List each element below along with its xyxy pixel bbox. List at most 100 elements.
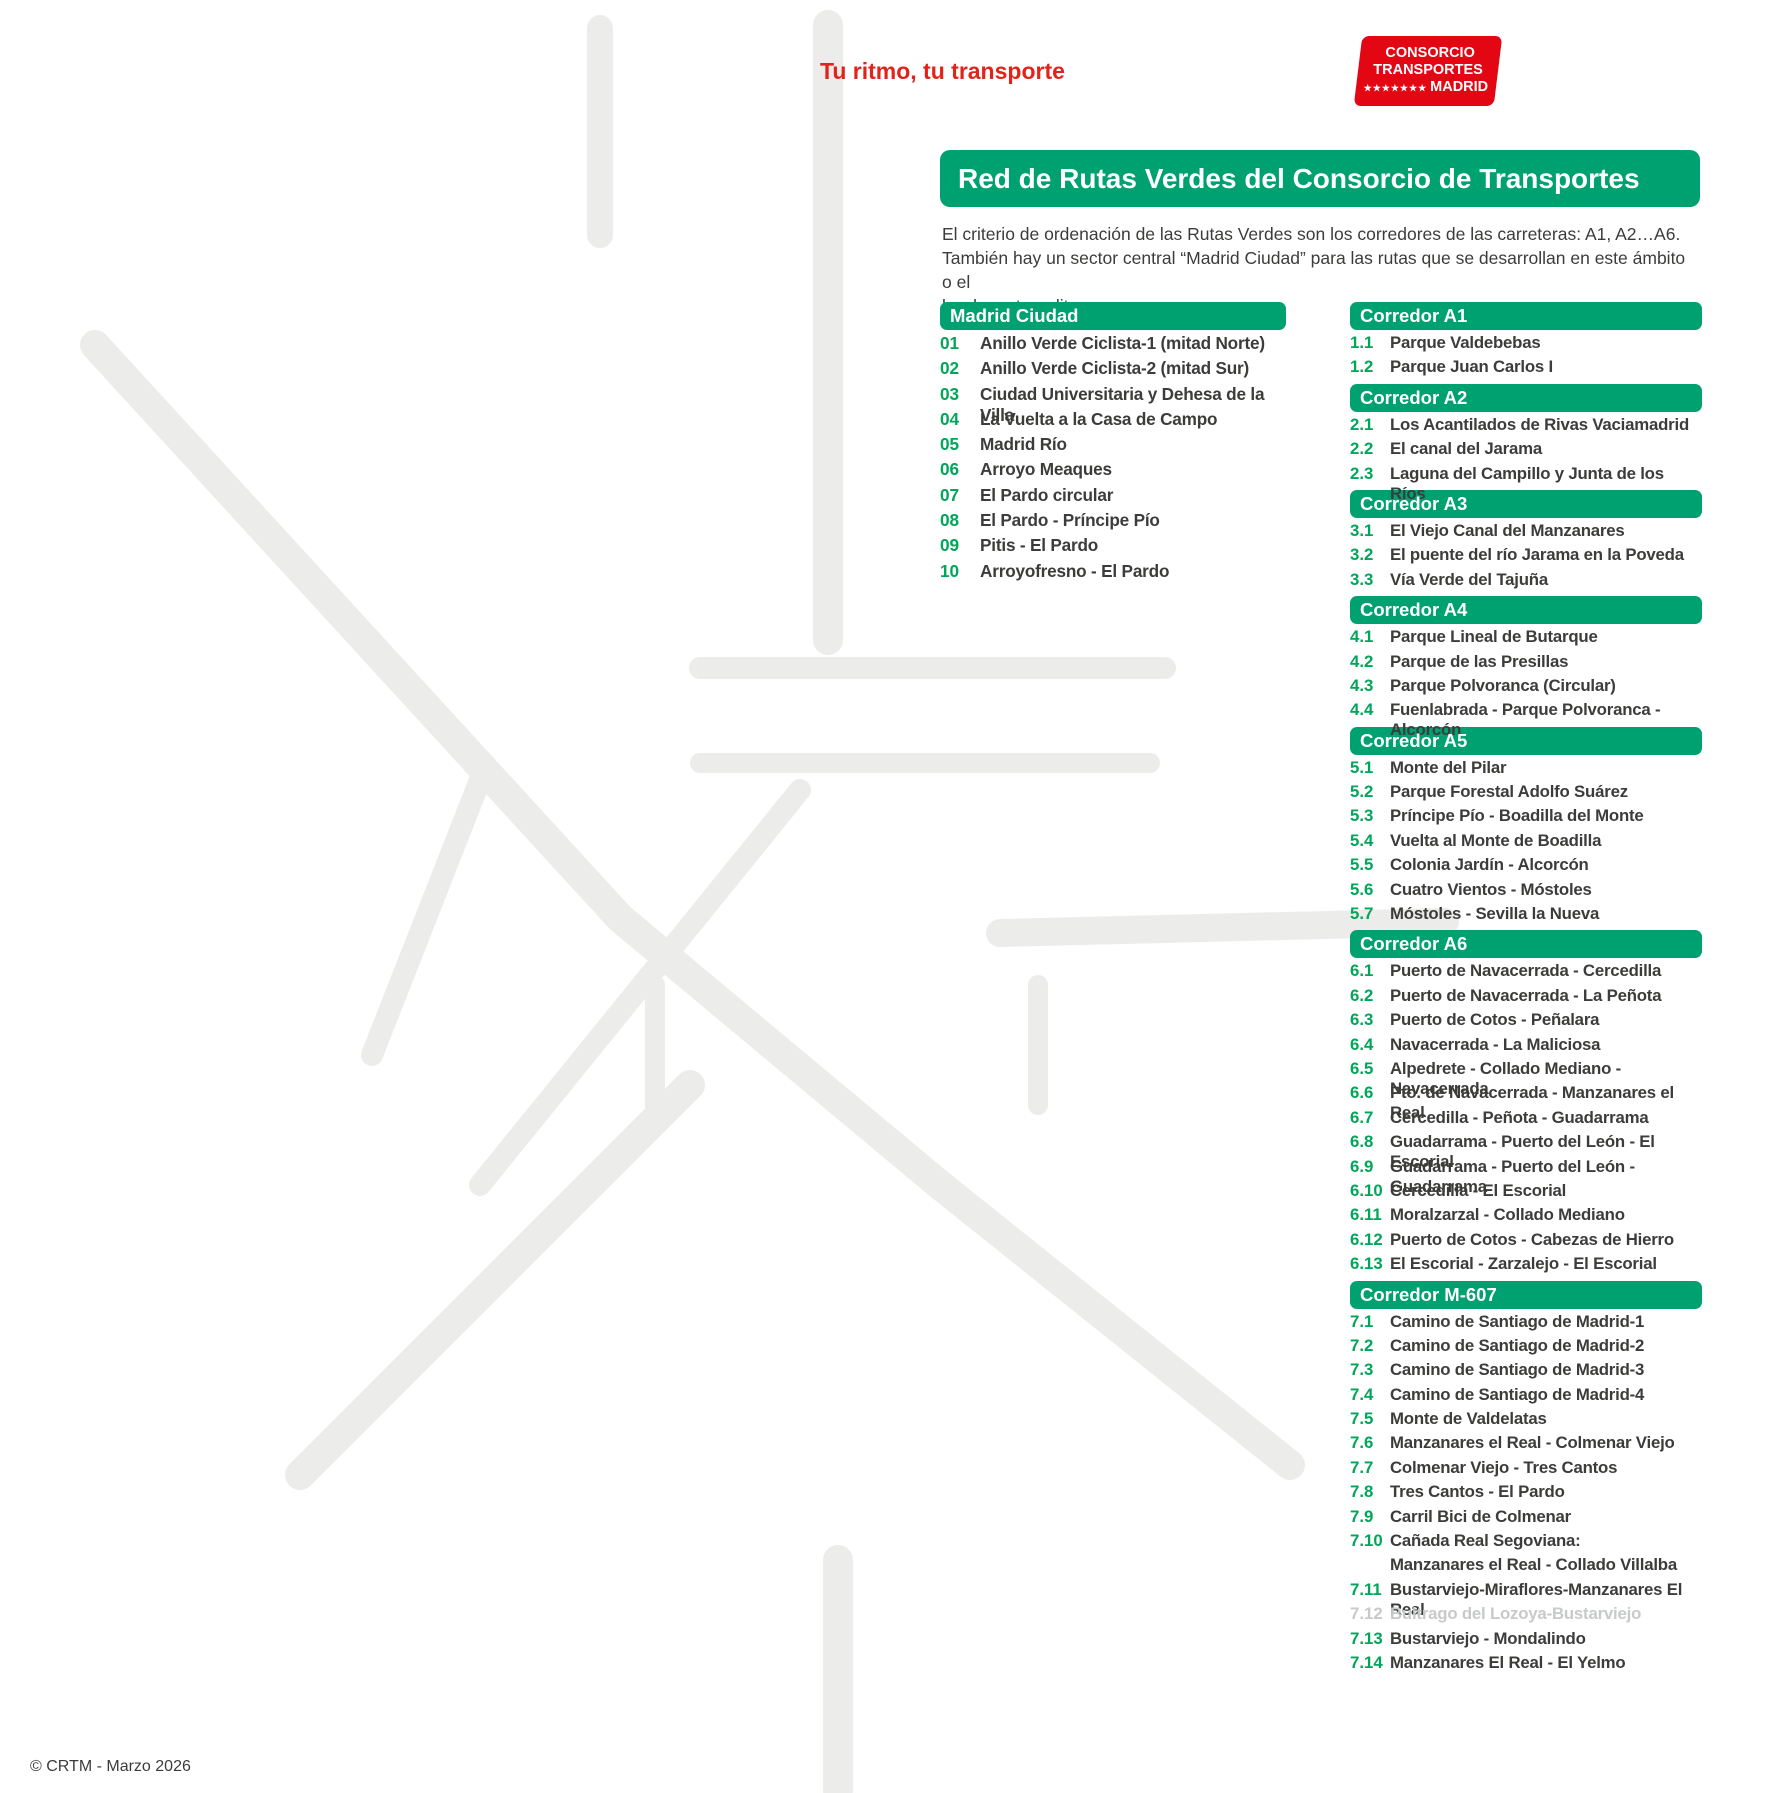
route-number: 7.6 xyxy=(1350,1433,1374,1453)
route-name: Puerto de Cotos - Peñalara xyxy=(1390,1010,1600,1030)
route-name: Cañada Real Segoviana: xyxy=(1390,1531,1581,1551)
legend-section-title: Madrid Ciudad xyxy=(940,302,1286,330)
logo-line: CONSORCIO xyxy=(1385,45,1475,61)
legend-item: 6.8 Guadarrama - Puerto del León - El Esc… xyxy=(1350,1132,1702,1171)
route-name: Bustarviejo - Mondalindo xyxy=(1390,1628,1586,1648)
route-number: 7.9 xyxy=(1350,1506,1374,1526)
route-name: Bustarviejo-Miraflores-Manzanares El Rea… xyxy=(1390,1579,1683,1619)
route-number: 2.2 xyxy=(1350,439,1374,459)
route-name: Monte del Pilar xyxy=(1390,757,1507,777)
copyright: © CRTM - Marzo 2026 xyxy=(30,1758,191,1775)
route-name-continued: Manzanares el Real - Collado Villalba xyxy=(1390,1555,1677,1575)
route-number: 08 xyxy=(940,510,960,531)
route-name: Guadarrama - Puerto del León - Guadarram… xyxy=(1390,1156,1635,1196)
route-name: Vía Verde del Tajuña xyxy=(1390,569,1548,589)
route-number: 6.10 xyxy=(1350,1180,1383,1200)
route-name: Colmenar Viejo - Tres Cantos xyxy=(1390,1457,1618,1477)
route-number: 5.1 xyxy=(1350,757,1374,777)
legend-item: 6.12 Puerto de Cotos - Cabezas de Hierro xyxy=(1350,1230,1702,1254)
route-name: Moralzarzal - Collado Mediano xyxy=(1390,1205,1625,1225)
route-number: 03 xyxy=(940,383,960,404)
route-number: 6.8 xyxy=(1350,1132,1374,1152)
route-name: Camino de Santiago de Madrid-4 xyxy=(1390,1384,1645,1404)
motorway-band xyxy=(925,1170,1305,1480)
route-number: 02 xyxy=(940,358,960,379)
route-number: 2.1 xyxy=(1350,414,1374,434)
route-number: 7.2 xyxy=(1350,1335,1374,1355)
route-name: Los Acantilados de Rivas Vaciamadrid xyxy=(1390,414,1690,434)
route-name: Buitrago del Lozoya-Bustarviejo xyxy=(1390,1604,1642,1624)
route-name: Camino de Santiago de Madrid-2 xyxy=(1390,1335,1645,1355)
legend-item: 6.3 Puerto de Cotos - Peñalara xyxy=(1350,1010,1702,1034)
route-number: 5.6 xyxy=(1350,879,1374,899)
logo-line: TRANSPORTES xyxy=(1373,62,1483,78)
route-name: Cercedilla - Peñota - Guadarrama xyxy=(1390,1107,1649,1127)
legend-item: 6.9 Guadarrama - Puerto del León - Guadar… xyxy=(1350,1156,1702,1196)
route-name: Tres Cantos - El Pardo xyxy=(1390,1482,1565,1502)
route-name: Puerto de Cotos - Cabezas de Hierro xyxy=(1390,1229,1674,1249)
intro-line: También hay un sector central “Madrid Ci… xyxy=(942,248,1686,292)
route-name: Ciudad Universitaria y Dehesa de la Vill… xyxy=(980,383,1265,425)
route-number: 5.5 xyxy=(1350,855,1374,875)
brand-tagline: Tu ritmo, tu transporte xyxy=(820,58,1065,84)
route-name: Puerto de Navacerrada - La Peñota xyxy=(1390,985,1662,1005)
motorway-band xyxy=(285,1070,705,1490)
route-name: Manzanares El Real - El Yelmo xyxy=(1390,1652,1626,1672)
legend-section-title: Corredor A3 xyxy=(1350,489,1702,518)
route-name: Guadarrama - Puerto del León - El Escori… xyxy=(1390,1132,1655,1172)
motorway-band xyxy=(469,779,811,1196)
legend-item: 7.10 Cañada Real Segoviana: xyxy=(1350,1531,1702,1555)
route-name: Cercedilla - El Escorial xyxy=(1390,1180,1567,1200)
route-name: Camino de Santiago de Madrid-3 xyxy=(1390,1360,1645,1380)
route-name: Parque Juan Carlos I xyxy=(1390,357,1553,377)
route-number: 1.1 xyxy=(1350,333,1374,352)
route-number: 05 xyxy=(940,434,960,455)
route-number: 7.10 xyxy=(1350,1531,1383,1551)
route-name: Navacerrada - La Maliciosa xyxy=(1390,1034,1601,1054)
route-name: Vuelta al Monte de Boadilla xyxy=(1390,830,1602,850)
legend-item: 5.3 Príncipe Pío - Boadilla del Monte xyxy=(1350,806,1702,830)
route-number: 6.12 xyxy=(1350,1229,1383,1249)
motorway-band xyxy=(80,330,955,1200)
route-number: 07 xyxy=(940,484,960,505)
route-number: 5.4 xyxy=(1350,830,1374,850)
legend-item: 07 El Pardo circular xyxy=(940,485,1286,510)
route-number: 6.6 xyxy=(1350,1083,1374,1103)
legend-item: 6.10 Cercedilla - El Escorial xyxy=(1350,1181,1702,1205)
legend-section-title: Corredor A5 xyxy=(1350,726,1702,755)
route-name: Pitis - El Pardo xyxy=(980,535,1099,556)
route-number: 6.9 xyxy=(1350,1156,1374,1176)
route-name: Madrid Río xyxy=(980,434,1067,455)
route-number: 6.5 xyxy=(1350,1058,1374,1078)
route-name: Anillo Verde Ciclista-1 (mitad Norte) xyxy=(980,333,1265,353)
route-number: 6.3 xyxy=(1350,1010,1374,1030)
route-number: 3.1 xyxy=(1350,520,1374,540)
route-name: El Pardo circular xyxy=(980,484,1114,505)
route-number: 5.2 xyxy=(1350,782,1374,802)
page-title: Red de Rutas Verdes del Consorcio de Tra… xyxy=(940,150,1700,207)
madrid-stars-icon: ★★★★★★★ xyxy=(1363,83,1428,93)
route-name: Parque de las Presillas xyxy=(1390,651,1569,671)
route-number: 5.3 xyxy=(1350,806,1374,826)
route-name: Príncipe Pío - Boadilla del Monte xyxy=(1390,806,1644,826)
route-number: 7.5 xyxy=(1350,1409,1374,1429)
route-name: El Escorial - Zarzalejo - El Escorial xyxy=(1390,1254,1657,1274)
